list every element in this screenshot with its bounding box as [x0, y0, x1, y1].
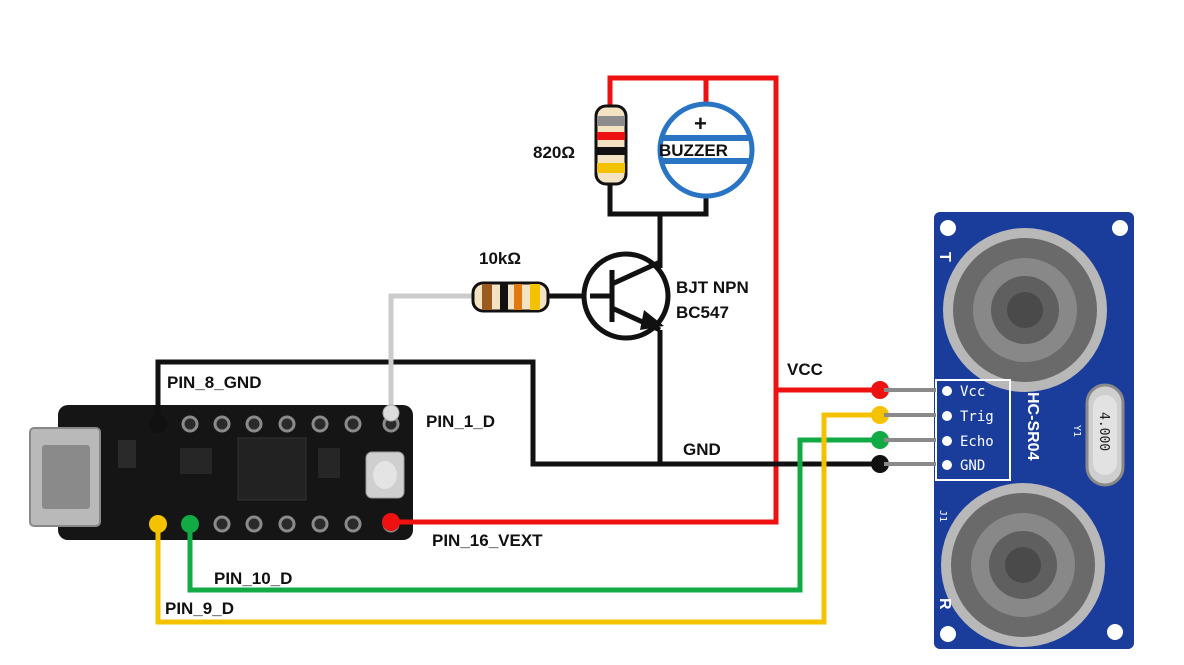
pin-1-d-label: PIN_1_D	[426, 412, 495, 431]
sensor-side-top: T	[936, 252, 953, 262]
sensor-pin-echo: Echo	[960, 434, 994, 450]
trig-wire	[155, 412, 880, 625]
bjt-label-type: BJT NPN	[676, 278, 749, 297]
sensor-gnd-dot	[871, 455, 889, 473]
pin-9-d-label: PIN_9_D	[165, 599, 234, 618]
echo-wire	[187, 437, 880, 593]
pin10-dot	[181, 515, 199, 533]
sensor-pin-vcc: Vcc	[960, 384, 985, 400]
crystal-oscillator	[1085, 383, 1125, 487]
buzzer	[657, 101, 755, 199]
bjt-emitter-arrow	[640, 310, 664, 330]
pin-16-vext-label: PIN_16_VEXT	[432, 531, 543, 550]
sensor-trig-dot	[871, 406, 889, 424]
pin16-dot	[382, 513, 400, 531]
resistor-820-label: 820Ω	[533, 143, 575, 162]
sensor-echo-dot	[871, 431, 889, 449]
vcc-wire	[391, 75, 779, 525]
sensor-side-bottom: R	[936, 598, 953, 610]
bjt-label-model: BC547	[676, 303, 729, 322]
pin-10-d-label: PIN_10_D	[214, 569, 292, 588]
crystal-ref: Y1	[1071, 425, 1082, 437]
pin1-dot	[382, 404, 400, 422]
sensor-pin-gnd: GND	[960, 458, 985, 474]
resistor-10k	[471, 281, 550, 313]
vcc-label: VCC	[787, 360, 823, 379]
header-ref: J1	[937, 510, 948, 522]
sensor-vcc-dot	[871, 381, 889, 399]
gnd-label: GND	[683, 440, 721, 459]
buzzer-plus-label: +	[694, 111, 707, 136]
sensor-pin-trig: Trig	[960, 409, 994, 425]
ultrasonic-sensor: Vcc Trig Echo GND HC-SR04 T R 4.000 Y1 J…	[884, 212, 1134, 649]
microcontroller-board	[29, 405, 413, 540]
resistor-820	[594, 104, 628, 186]
pin8-dot	[149, 415, 167, 433]
transmitter-transducer	[943, 228, 1107, 392]
pin9-dot	[149, 515, 167, 533]
top-pin-header	[149, 415, 400, 433]
sensor-pin-header	[935, 379, 1011, 481]
pin1-signal-wire	[388, 293, 475, 415]
resistor-10k-label: 10kΩ	[479, 249, 521, 268]
pin-8-gnd-label: PIN_8_GND	[167, 373, 261, 392]
gnd-wire	[155, 359, 880, 467]
buzzer-label: BUZZER	[659, 141, 728, 160]
crystal-value: 4.000	[1096, 412, 1111, 451]
sensor-model-label: HC-SR04	[1024, 392, 1041, 461]
receiver-transducer	[941, 483, 1105, 647]
mcu-chip	[237, 437, 307, 501]
